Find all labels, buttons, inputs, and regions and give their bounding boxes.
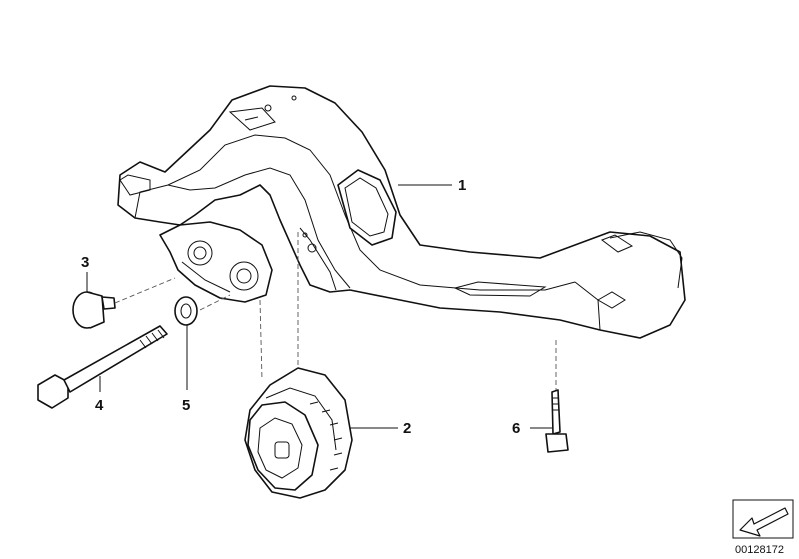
short-bolt-part — [545, 389, 569, 453]
callout-3: 3 — [81, 254, 89, 271]
washer-part — [174, 296, 198, 326]
assembly-lines — [114, 232, 557, 390]
buffer-stop-part — [72, 291, 116, 329]
callout-2: 2 — [403, 420, 411, 437]
callout-4: 4 — [95, 397, 104, 414]
long-bolt-part — [37, 325, 168, 409]
callout-5: 5 — [182, 397, 190, 414]
arrow-icon — [739, 507, 789, 537]
callout-6: 6 — [512, 420, 520, 437]
leader-lines — [86, 184, 552, 429]
callout-1: 1 — [458, 177, 466, 194]
carrier-bracket-part — [117, 85, 686, 339]
reference-symbol-box — [732, 499, 794, 539]
rubber-mount-part — [244, 367, 353, 499]
reference-number: 00128172 — [735, 544, 784, 556]
